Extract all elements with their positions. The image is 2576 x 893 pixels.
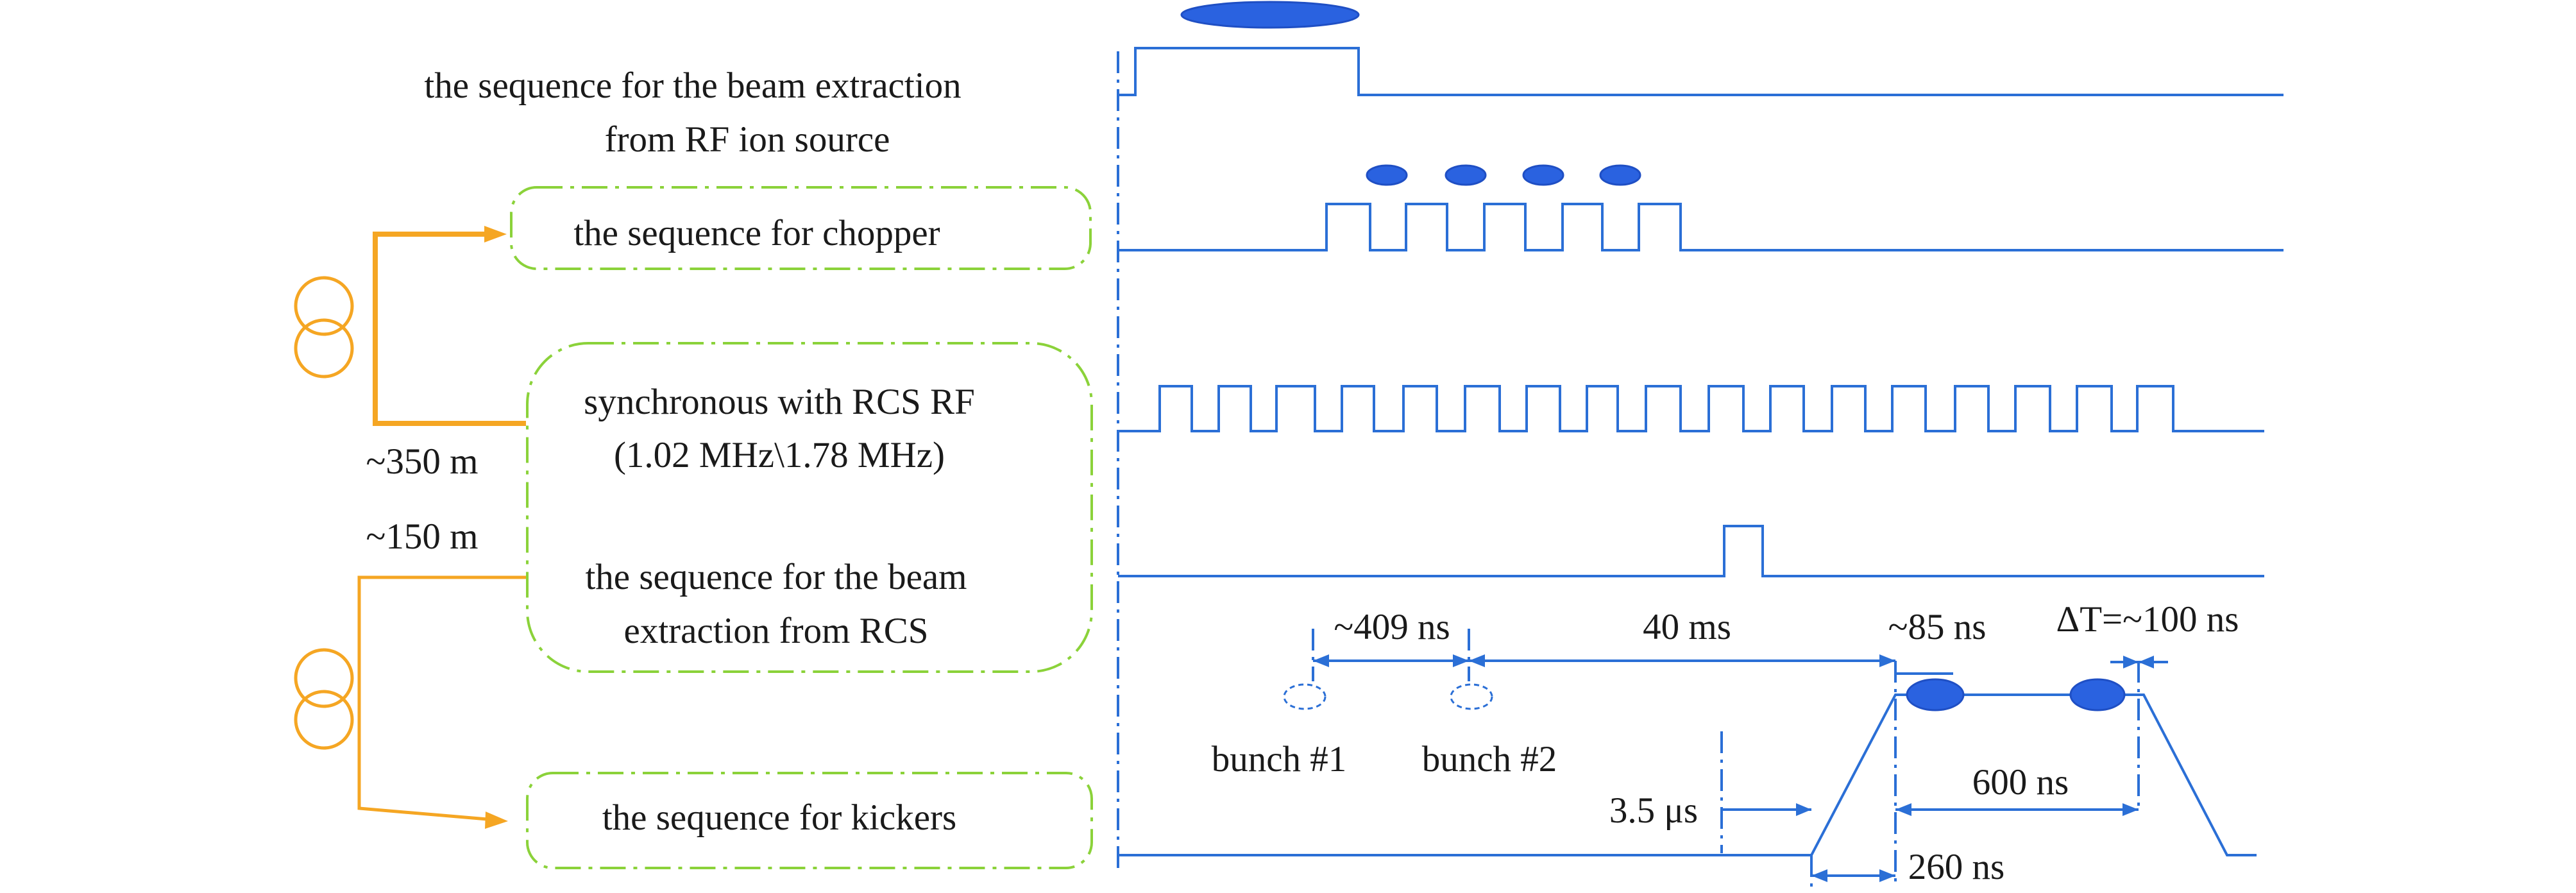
chopped-bunch	[1366, 164, 1408, 186]
arrowhead	[1879, 869, 1895, 882]
label-rcs-rf-line2: (1.02 MHz\1.78 MHz)	[614, 435, 945, 475]
arrowhead	[1469, 654, 1485, 667]
label-bunch-gap: ~85 ns	[1888, 607, 1987, 647]
arrowhead	[2123, 656, 2139, 668]
label-beam-extraction-source-line1: the sequence for the beam extraction	[424, 65, 961, 106]
label-rcs-extraction-line2: extraction from RCS	[624, 611, 929, 651]
waveform-chopper	[1118, 203, 2284, 251]
arrowhead	[2139, 656, 2154, 668]
source-beam-pulse	[1180, 1, 1360, 29]
arrowhead	[1879, 654, 1895, 667]
label-beam-extraction-source-line2: from RF ion source	[605, 119, 890, 160]
arrowhead	[1811, 869, 1827, 882]
cable-150m-arrowhead	[485, 812, 508, 829]
label-bunch1: bunch #1	[1212, 739, 1347, 779]
waveform-rcs-extraction	[1118, 525, 2264, 577]
arrowhead	[1313, 654, 1329, 667]
chopped-bunch	[1445, 164, 1487, 186]
label-chopper: the sequence for chopper	[573, 213, 940, 253]
label-rcs-extraction-line1: the sequence for the beam	[585, 557, 967, 597]
waveform-source-extraction	[1118, 47, 2284, 96]
cable-150m	[357, 575, 526, 821]
label-delay-35: 3.5 μs	[1609, 790, 1698, 831]
arrowhead	[1895, 803, 1911, 816]
label-rcs-rf-line1: synchronous with RCS RF	[584, 382, 975, 422]
coupler-icon	[294, 276, 354, 378]
chopper-group-box	[510, 186, 1092, 270]
bunch1-ghost	[1283, 683, 1326, 710]
label-bunch2: bunch #2	[1422, 739, 1557, 779]
cable-350m	[373, 232, 526, 426]
arrowhead	[1453, 654, 1469, 667]
chopped-bunch	[1522, 164, 1564, 186]
chopped-bunch	[1599, 164, 1641, 186]
kicker-group-box	[526, 772, 1093, 869]
label-cable-150m: ~150 m	[366, 516, 479, 557]
arrowhead	[1796, 803, 1811, 816]
label-delta-t: ΔT=~100 ns	[2056, 599, 2239, 640]
extracted-bunch-2	[2069, 678, 2126, 711]
label-rise-time: 260 ns	[1908, 847, 2004, 887]
label-bunch-spacing: ~409 ns	[1334, 607, 1450, 647]
label-extraction-delay: 40 ms	[1643, 607, 1731, 647]
chopper-bunches	[1366, 164, 1641, 186]
extracted-bunch-1	[1906, 678, 1965, 711]
cable-350m-arrowhead	[484, 226, 507, 242]
coupler-icon	[294, 648, 354, 750]
bunch2-ghost	[1450, 683, 1493, 710]
label-kickers: the sequence for kickers	[602, 797, 956, 838]
label-cable-350m: ~350 m	[366, 441, 479, 482]
waveform-kickers	[1118, 693, 2257, 856]
label-flat-top: 600 ns	[1972, 762, 2069, 803]
waveform-rcs-rf	[1118, 385, 2264, 432]
arrowhead	[2123, 803, 2139, 816]
rcs-group-box	[526, 342, 1093, 673]
